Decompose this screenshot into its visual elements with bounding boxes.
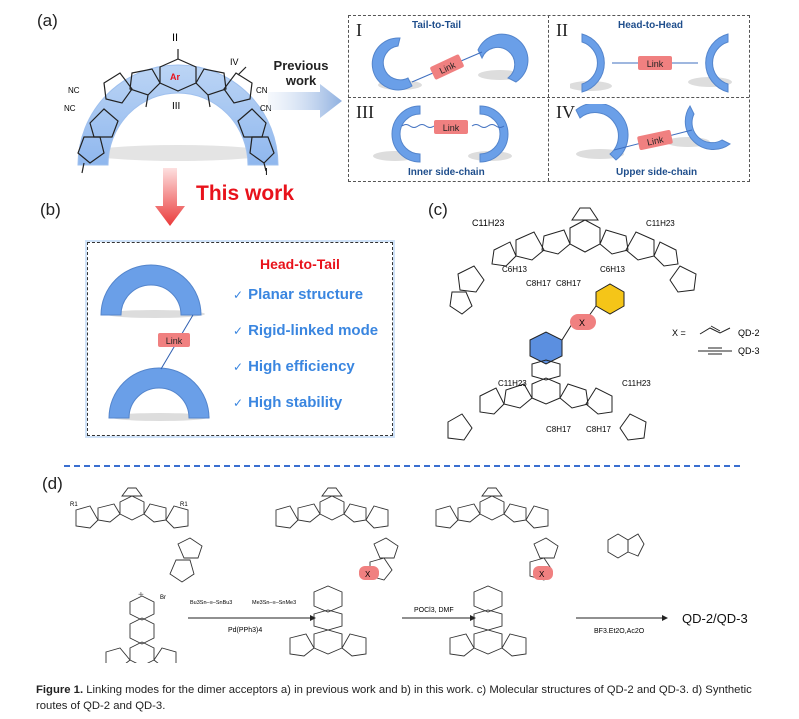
- x-linker-highlight: [570, 314, 596, 330]
- head-to-tail-title: Head-to-Tail: [260, 256, 340, 272]
- quadrant-III-diagram: Link: [373, 105, 512, 163]
- cn-label-1: CN: [256, 86, 268, 95]
- quadrant-III-numeral: III: [356, 102, 374, 122]
- c8h17-label: C8H17: [526, 279, 551, 288]
- arch-band: [77, 64, 279, 166]
- quadrant-IV-title: Upper side-chain: [616, 167, 698, 178]
- figure-caption: Figure 1. Linking modes for the dimer ac…: [36, 682, 776, 714]
- product-label: QD-2/QD-3: [682, 611, 748, 626]
- this-work-arrow: [155, 168, 185, 226]
- feature-high-efficiency: ✓High efficiency: [233, 358, 355, 375]
- quadrant-I-title: Tail-to-Tail: [412, 20, 462, 31]
- quadrant-II-title: Head-to-Head: [618, 20, 684, 31]
- link-label: Link: [647, 59, 664, 69]
- intermediate-2: [435, 487, 559, 657]
- x-linker-highlight: [533, 566, 553, 580]
- upper-arc: [100, 264, 202, 316]
- quadrant-II-diagram: Link: [570, 33, 732, 93]
- caption-label: Figure 1.: [36, 684, 84, 696]
- quadrant-IV-diagram: Link: [575, 104, 731, 161]
- qd-molecular-structure: X C11H23 C11H23 C6H13 C6H13 C8H17 C8H17 …: [447, 207, 760, 441]
- x-label: X: [579, 318, 585, 328]
- cn-label-2: CN: [260, 104, 272, 113]
- br-label: Br: [160, 595, 166, 601]
- c11h23-label: C11H23: [622, 379, 651, 388]
- qd-2-label: QD-2: [738, 328, 760, 338]
- panel-a-molecule-arch: Ar II IV III I NC NC CN CN: [64, 32, 279, 175]
- grid-divider-v: [548, 15, 549, 181]
- plus-sign: +: [138, 590, 144, 601]
- step1-reagent-a: Bu3Sn–≡–SnBu3: [190, 600, 232, 606]
- quadrant-II-numeral: II: [556, 20, 568, 40]
- feature-high-stability: ✓High stability: [233, 394, 343, 411]
- check-icon: ✓: [233, 324, 244, 338]
- step1-reagent-b: Me3Sn–≡–SnMe3: [252, 600, 296, 606]
- ic-2f-reagent: [607, 533, 645, 559]
- lower-arc: [108, 367, 210, 419]
- x-label: X: [539, 570, 545, 579]
- r1-label: R1: [70, 502, 78, 508]
- previous-work-arrow: [268, 84, 342, 118]
- step3-reagent: BF3.Et2O,Ac2O: [594, 628, 645, 635]
- position-III: III: [172, 101, 180, 112]
- link-label: Link: [166, 336, 183, 346]
- caption-text: Linking modes for the dimer acceptors a)…: [36, 684, 752, 712]
- c11h23-label: C11H23: [646, 219, 675, 228]
- ar-label: Ar: [170, 72, 180, 82]
- position-IV: IV: [230, 57, 239, 67]
- starting-material-2: [105, 595, 177, 663]
- feature-rigid-linked-mode: ✓Rigid-linked mode: [233, 322, 379, 339]
- step2-reagent: POCl3, DMF: [414, 607, 454, 614]
- intermediate-1: [275, 487, 399, 657]
- synthetic-route: X X + Br R1 R1 Bu3Sn–≡–SnBu3 Me3Sn–≡–SnM…: [70, 487, 748, 663]
- c6h13-label: C6H13: [502, 265, 527, 274]
- c8h17-label: C8H17: [556, 279, 581, 288]
- nc-label-2: NC: [64, 104, 76, 113]
- panel-d-label: (d): [42, 474, 63, 493]
- panel-c-label: (c): [428, 200, 448, 219]
- quadrant-III-title: Inner side-chain: [408, 167, 485, 178]
- section-divider: [64, 465, 740, 467]
- r1-label: R1: [180, 502, 188, 508]
- panel-a-label: (a): [37, 11, 58, 30]
- molecule-skeleton: [77, 49, 275, 174]
- quadrant-IV-numeral: IV: [556, 102, 575, 122]
- check-icon: ✓: [233, 288, 244, 302]
- c6h13-label: C6H13: [600, 265, 625, 274]
- vinylene-linker: [699, 327, 731, 335]
- x-equals-label: X =: [672, 328, 686, 338]
- previous-work-label: Previous work: [273, 58, 329, 88]
- position-II: II: [172, 32, 178, 44]
- qd-3-label: QD-3: [738, 346, 760, 356]
- x-label: X: [365, 570, 371, 579]
- check-icon: ✓: [233, 396, 244, 410]
- nc-label-1: NC: [68, 86, 80, 95]
- c8h17-label: C8H17: [586, 425, 611, 434]
- this-work-label: This work: [196, 182, 295, 205]
- check-icon: ✓: [233, 360, 244, 374]
- step1-catalyst: Pd(PPh3)4: [228, 627, 262, 634]
- feature-planar-structure: ✓Planar structure: [233, 286, 364, 303]
- x-linker-highlight: [359, 566, 379, 580]
- head-to-tail-diagram: Link: [100, 264, 210, 421]
- c11h23-label: C11H23: [498, 379, 527, 388]
- arch-shadow: [86, 145, 270, 161]
- quadrant-I-numeral: I: [356, 20, 362, 40]
- grid-divider-h: [348, 97, 749, 98]
- link-label: Link: [646, 134, 665, 147]
- panel-b-label: (b): [40, 200, 61, 219]
- linking-modes-grid: [348, 15, 750, 182]
- starting-material-1: [75, 487, 203, 583]
- c11h23-label: C11H23: [472, 218, 504, 228]
- position-I: I: [265, 167, 268, 175]
- link-label: Link: [443, 123, 460, 133]
- quadrant-I-diagram: Link: [371, 33, 529, 91]
- ethynylene-linker: [698, 347, 732, 355]
- c8h17-label: C8H17: [546, 425, 571, 434]
